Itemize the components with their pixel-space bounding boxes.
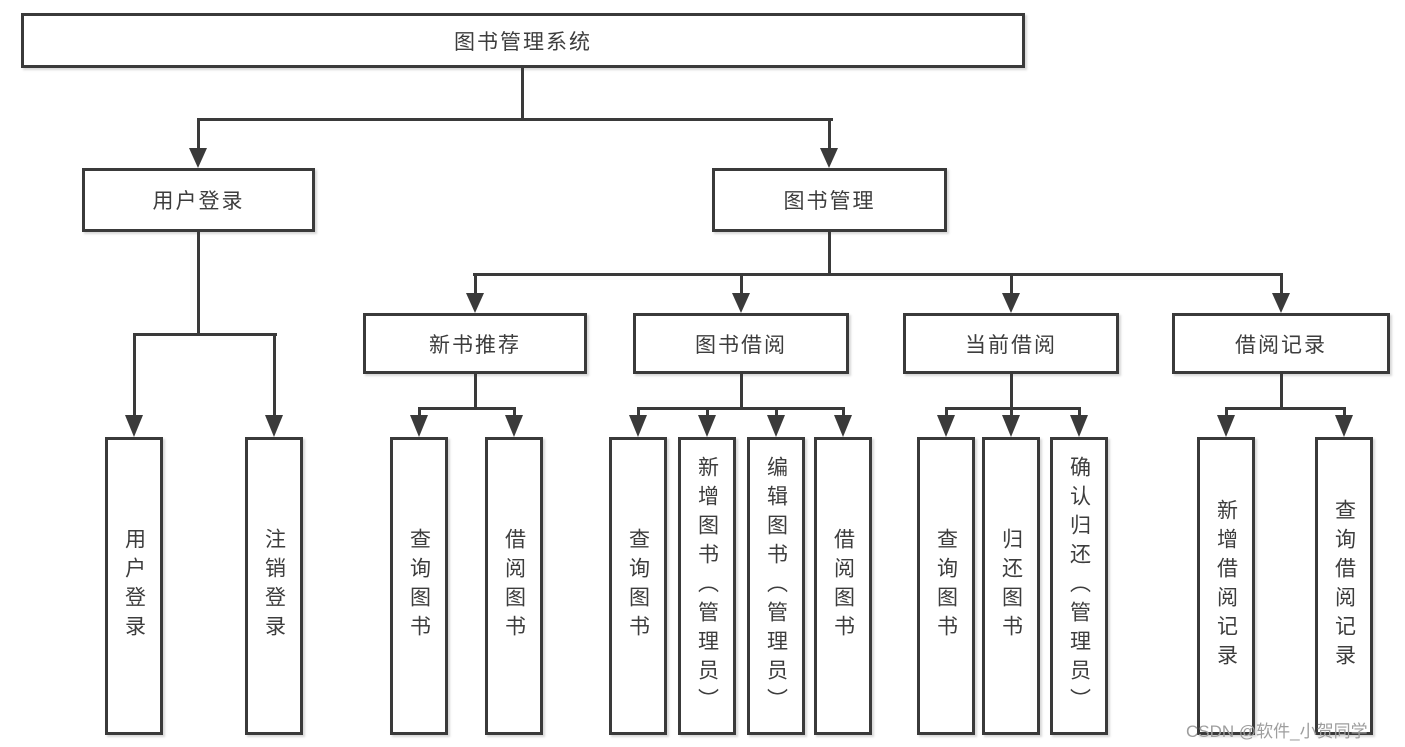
connector-borrow-drop-1 [637,407,640,417]
connector-current-stem [1010,374,1013,407]
leaf-edit-books-admin: 编辑图书（管理员） [747,437,805,735]
node-user-login: 用户登录 [82,168,315,232]
node-user-login-label: 用户登录 [152,190,245,213]
connector-book-mgmt-drop-4 [1280,273,1283,297]
connector-user-login-stem [197,232,200,333]
leaf-confirm-return-admin-label: 确认归还（管理员） [1067,455,1091,717]
connector-root-bar [197,118,833,121]
connector-book-mgmt-drop-3 [1010,273,1013,297]
connector-borrow-drop-4 [842,407,845,417]
arrow-down-icon [1070,415,1088,437]
leaf-query-books-current-label: 查询图书 [934,528,958,644]
arrow-down-icon [410,415,428,437]
leaf-borrow-books-recommend-label: 借阅图书 [502,528,526,644]
connector-current-bar [945,407,1081,410]
connector-user-login-drop-1 [133,333,136,417]
leaf-confirm-return-admin: 确认归还（管理员） [1050,437,1108,735]
connector-records-bar [1225,407,1345,410]
arrow-down-icon [1217,415,1235,437]
connector-user-login-drop-2 [273,333,276,417]
leaf-return-books-label: 归还图书 [999,528,1023,644]
node-root-label: 图书管理系统 [454,30,592,54]
arrow-down-icon [1002,415,1020,437]
node-book-management-label: 图书管理 [783,190,876,213]
leaf-query-borrow-record-label: 查询借阅记录 [1332,499,1356,673]
node-current-borrow: 当前借阅 [903,313,1119,374]
connector-user-login-bar [133,333,277,336]
leaf-logout-label: 注销登录 [262,528,286,644]
connector-current-drop-2 [1010,407,1013,417]
node-new-book-recommend-label: 新书推荐 [429,333,521,357]
leaf-query-books-recommend: 查询图书 [390,437,448,735]
connector-borrow-stem [740,374,743,407]
leaf-query-books-recommend-label: 查询图书 [407,528,431,644]
arrow-down-icon [125,415,143,437]
arrow-down-icon [1272,293,1290,313]
connector-root-stem [521,68,524,118]
connector-book-mgmt-bar [473,273,1283,276]
connector-recommend-drop-2 [513,407,516,417]
leaf-add-borrow-record-label: 新增借阅记录 [1214,499,1238,673]
leaf-borrow-books: 借阅图书 [814,437,872,735]
connector-borrow-bar [637,407,845,410]
arrow-down-icon [505,415,523,437]
leaf-add-books-admin-label: 新增图书（管理员） [695,455,719,717]
arrow-down-icon [834,415,852,437]
arrow-down-icon [189,148,207,168]
leaf-add-borrow-record: 新增借阅记录 [1197,437,1255,735]
arrow-down-icon [1002,293,1020,313]
node-current-borrow-label: 当前借阅 [965,333,1057,357]
arrow-down-icon [820,148,838,168]
connector-borrow-drop-2 [706,407,709,417]
arrow-down-icon [265,415,283,437]
leaf-query-borrow-record: 查询借阅记录 [1315,437,1373,735]
arrow-down-icon [937,415,955,437]
leaf-add-books-admin: 新增图书（管理员） [678,437,736,735]
node-book-borrow-label: 图书借阅 [695,333,787,357]
arrow-down-icon [629,415,647,437]
leaf-query-books-current: 查询图书 [917,437,975,735]
connector-book-mgmt-drop-2 [740,273,743,297]
connector-book-mgmt-drop-1 [474,273,477,297]
leaf-borrow-books-label: 借阅图书 [831,528,855,644]
connector-recommend-stem [474,374,477,407]
node-book-borrow: 图书借阅 [633,313,849,374]
connector-current-drop-1 [945,407,948,417]
connector-root-drop-right [828,118,831,150]
connector-records-stem [1280,374,1283,407]
connector-recommend-bar [418,407,516,410]
connector-records-drop-1 [1225,407,1228,417]
leaf-query-books-borrow-label: 查询图书 [626,528,650,644]
connector-borrow-drop-3 [775,407,778,417]
arrow-down-icon [466,293,484,313]
connector-root-drop-left [197,118,200,150]
leaf-edit-books-admin-label: 编辑图书（管理员） [764,455,788,717]
leaf-borrow-books-recommend: 借阅图书 [485,437,543,735]
leaf-query-books-borrow: 查询图书 [609,437,667,735]
node-root: 图书管理系统 [21,13,1025,68]
csdn-watermark: CSDN @软件_小贺同学 [1186,722,1368,741]
leaf-user-login-label: 用户登录 [122,528,146,644]
arrow-down-icon [767,415,785,437]
arrow-down-icon [698,415,716,437]
arrow-down-icon [1335,415,1353,437]
connector-book-mgmt-stem [828,232,831,273]
arrow-down-icon [732,293,750,313]
leaf-logout: 注销登录 [245,437,303,735]
node-borrow-records: 借阅记录 [1172,313,1390,374]
leaf-user-login: 用户登录 [105,437,163,735]
node-book-management: 图书管理 [712,168,947,232]
node-new-book-recommend: 新书推荐 [363,313,587,374]
connector-current-drop-3 [1078,407,1081,417]
leaf-return-books: 归还图书 [982,437,1040,735]
connector-records-drop-2 [1343,407,1346,417]
node-borrow-records-label: 借阅记录 [1235,333,1327,357]
connector-recommend-drop-1 [418,407,421,417]
